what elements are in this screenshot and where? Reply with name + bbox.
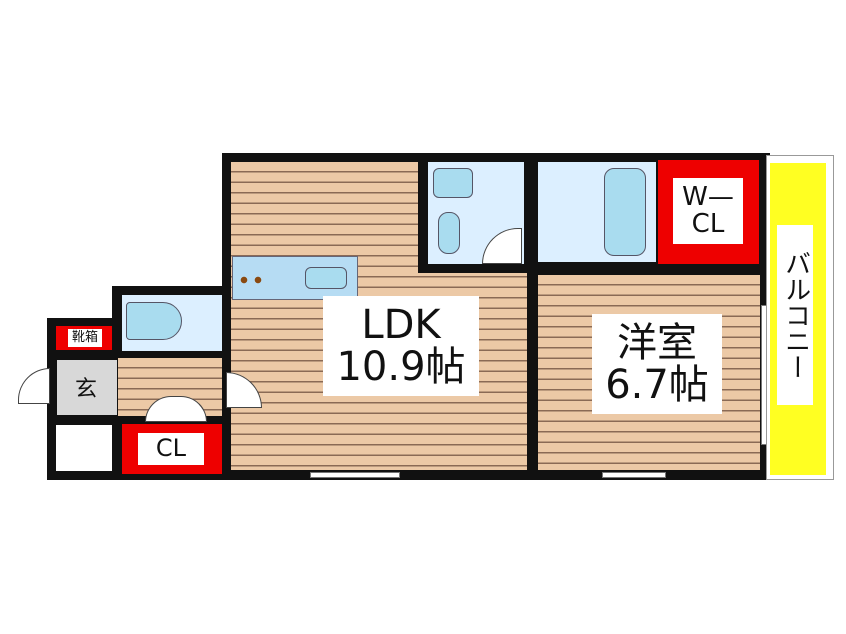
entrance-label: 玄 xyxy=(70,376,102,404)
balcony-text: バルコニー xyxy=(780,250,811,380)
shoebox-text: 靴箱 xyxy=(71,330,98,346)
western-size: 6.7帖 xyxy=(605,362,709,408)
shoebox-label: 靴箱 xyxy=(68,329,102,347)
ldk-window[interactable] xyxy=(310,472,400,478)
stove-icon xyxy=(240,276,262,284)
balcony-label: バルコニー xyxy=(777,225,813,405)
closet-text: CL xyxy=(155,434,187,463)
western-window[interactable] xyxy=(602,472,666,478)
ldk-name: LDK xyxy=(361,302,441,348)
bathtub-icon xyxy=(604,168,646,256)
ldk-label: LDK 10.9帖 xyxy=(323,296,479,396)
entrance-text: 玄 xyxy=(74,377,97,403)
wcl-line2: CL xyxy=(691,209,725,239)
closet-label: CL xyxy=(138,433,204,465)
ldk-size: 10.9帖 xyxy=(336,344,466,390)
washbasin-icon xyxy=(433,168,473,198)
toilet-icon xyxy=(126,302,182,340)
washing-machine-icon xyxy=(438,212,460,254)
western-name: 洋室 xyxy=(617,320,697,366)
wcl-label: W— CL xyxy=(673,178,743,244)
front-door[interactable] xyxy=(18,368,50,404)
western-room-label: 洋室 6.7帖 xyxy=(592,314,722,414)
storage xyxy=(56,425,112,471)
wcl-line1: W— xyxy=(682,181,734,212)
sink-icon xyxy=(305,267,347,289)
entrance xyxy=(57,360,117,415)
